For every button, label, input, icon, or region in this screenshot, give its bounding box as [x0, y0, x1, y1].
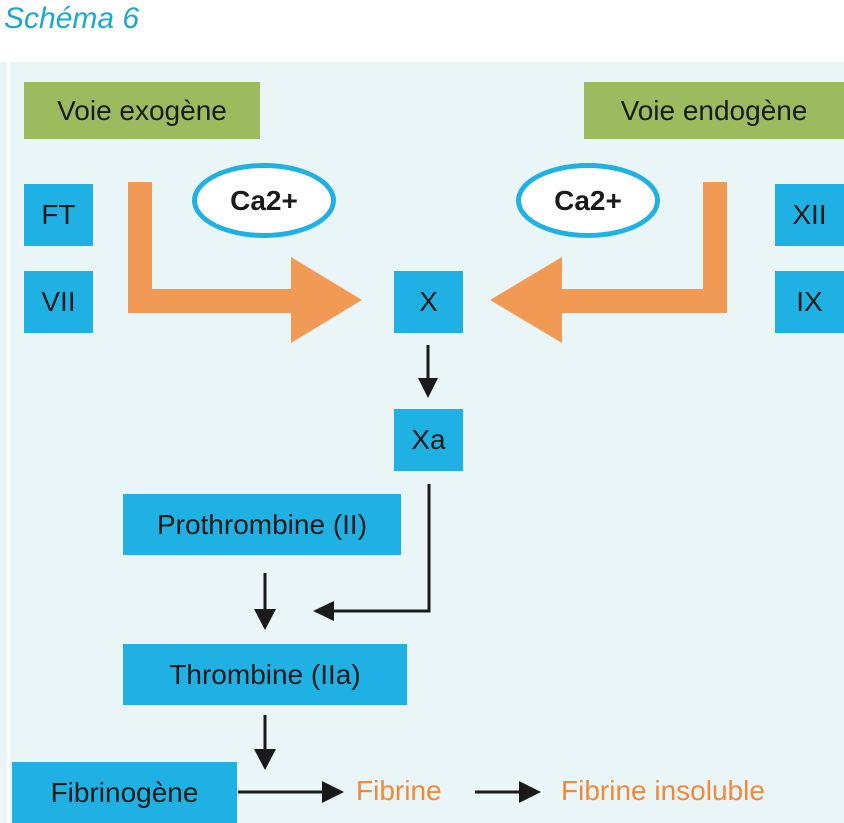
- voie-endogene-box: Voie endogène: [584, 82, 844, 139]
- diagram-title: Schéma 6: [4, 2, 140, 35]
- fibrinogene-box: Fibrinogène: [12, 762, 237, 823]
- fibrine-insoluble-label: Fibrine insoluble: [561, 775, 765, 806]
- thrombine-box: Thrombine (IIa): [123, 644, 407, 705]
- xa-to-thrombine-arrowhead: [313, 601, 334, 621]
- prothrombine-to-thrombine-arrowhead: [254, 609, 276, 630]
- ft-box: FT: [24, 184, 93, 246]
- exogenous-pathway-arrow: [128, 182, 362, 343]
- fibrine-to-insoluble-arrowhead: [519, 781, 541, 803]
- fibrinogene-to-fibrine-arrowhead: [322, 781, 344, 803]
- calcium-ellipse-right: Ca2+: [516, 163, 660, 238]
- xii-box: XII: [775, 184, 844, 246]
- ix-box: IX: [775, 271, 844, 333]
- x-box: X: [394, 271, 463, 333]
- calcium-ellipse-left: Ca2+: [192, 163, 336, 238]
- xa-box: Xa: [394, 409, 463, 471]
- xa-to-thrombine-arrow: [330, 484, 431, 613]
- vii-box: VII: [24, 271, 93, 333]
- thrombine-to-fibrinogene-arrowhead: [254, 749, 276, 770]
- endogenous-pathway-arrow: [490, 182, 727, 343]
- fibrine-label: Fibrine: [356, 775, 442, 806]
- prothrombine-box: Prothrombine (II): [123, 494, 401, 555]
- voie-exogene-box: Voie exogène: [24, 82, 260, 139]
- x-to-xa-arrowhead: [418, 378, 438, 398]
